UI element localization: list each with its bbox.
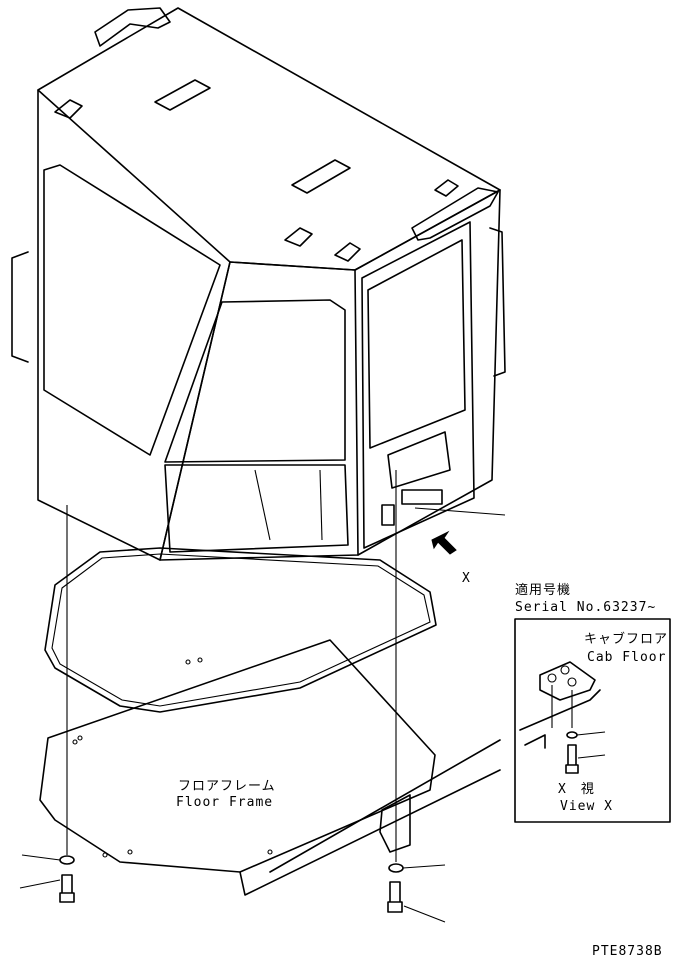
floor-frame-label-en: Floor Frame <box>176 795 273 810</box>
floor-hole <box>77 735 83 741</box>
cab-roof <box>37 7 501 271</box>
front-window <box>164 299 346 463</box>
inset-leader <box>577 754 606 759</box>
floor-seal-ring <box>44 547 437 713</box>
inset-nut <box>560 665 570 675</box>
roof-clip-2 <box>284 227 313 247</box>
mount-bolt-left <box>19 505 75 903</box>
floor-frame <box>39 639 501 896</box>
washer <box>59 855 75 865</box>
door-window <box>367 239 466 449</box>
washer <box>388 863 404 873</box>
applicable-serial-en: Serial No.63237~ <box>515 600 656 615</box>
roof-clip-1 <box>54 99 83 119</box>
front-panel-seam-2 <box>319 469 323 541</box>
bolt <box>59 874 75 903</box>
roof-vent-2 <box>291 159 351 194</box>
cab-assembly <box>11 7 506 561</box>
view-x-label-jp: X 視 <box>558 782 595 797</box>
door-frame <box>361 221 475 549</box>
view-arrow-icon <box>431 530 457 555</box>
front-panel-seam-1 <box>254 469 271 541</box>
mount-bolt-right <box>387 470 446 923</box>
floor-frame-rail <box>239 739 501 896</box>
inset-nut <box>547 673 557 683</box>
leader-line <box>403 905 446 923</box>
bolt <box>387 881 403 913</box>
roof-vent-1 <box>154 79 211 111</box>
view-x-inset: キャブフロア Cab Floor X 視 View X <box>514 618 671 823</box>
leader-line-door <box>414 507 506 516</box>
door-lower-window <box>387 431 451 489</box>
cab-front-face <box>159 261 359 561</box>
floor-seal-ring-inner <box>51 553 431 707</box>
leader-line <box>19 879 61 889</box>
inset-leader <box>576 731 606 736</box>
door-latch <box>381 504 395 526</box>
floor-hole <box>197 657 203 663</box>
roof-clip-4 <box>434 179 459 197</box>
leader-line <box>21 854 61 861</box>
cab-left-wall <box>37 89 231 561</box>
floor-frame-label-jp: フロアフレーム <box>178 779 276 794</box>
roof-rail-front <box>411 187 499 241</box>
left-window <box>43 164 221 456</box>
inset-washer <box>566 731 578 739</box>
floor-hole <box>102 852 108 858</box>
inset-bolt <box>565 744 579 774</box>
roof-rail-rear <box>94 7 171 47</box>
cab-floor-label-en: Cab Floor <box>587 650 666 665</box>
view-x-label-en: View X <box>560 799 613 814</box>
floor-hole <box>127 849 133 855</box>
front-lower-panel <box>164 464 349 553</box>
floor-hole <box>72 739 78 745</box>
inset-nut <box>567 677 577 687</box>
inset-floor-edge <box>519 689 601 749</box>
drawing-code: PTE8738B <box>592 944 663 959</box>
floor-frame-bracket <box>379 794 411 853</box>
leader-line <box>402 864 446 869</box>
door-handle-plate <box>401 489 443 505</box>
view-x-marker: X <box>462 571 471 586</box>
inset-frame <box>514 618 671 823</box>
floor-hole <box>267 849 273 855</box>
right-grab-handle <box>489 227 506 377</box>
inset-bracket <box>539 661 596 701</box>
roof-clip-3 <box>334 242 361 262</box>
applicable-serial-jp: 適用号機 <box>515 582 571 598</box>
left-grab-handle <box>11 251 29 363</box>
cab-floor-label-jp: キャブフロア <box>584 631 668 647</box>
floor-frame-outline <box>39 639 436 873</box>
floor-hole <box>185 659 191 665</box>
cab-right-wall <box>354 189 501 556</box>
